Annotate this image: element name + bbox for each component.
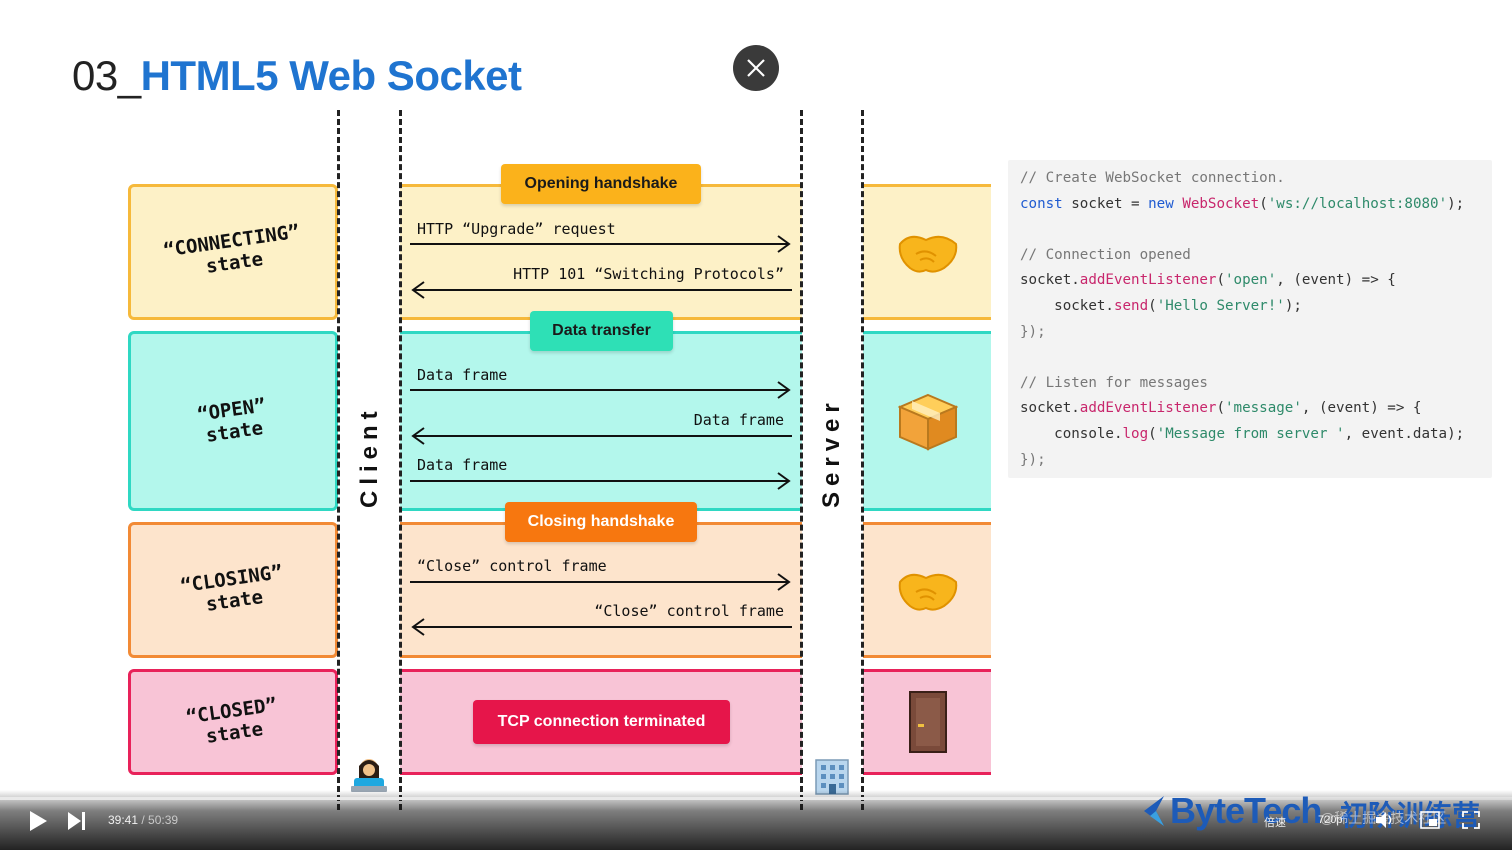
msg-upgrade-request: HTTP “Upgrade” request [417,220,616,238]
logo-text: ByteTech [1170,790,1322,831]
close-button[interactable] [733,45,779,91]
code-line: // Connection opened [1020,246,1191,263]
state-closed: “CLOSED”state [128,669,338,775]
progress-fill [0,797,1186,800]
msg-close-frame-1: “Close” control frame [417,557,607,575]
slide-title: 03_HTML5 Web Socket [72,52,522,100]
state-closing: “CLOSING”state [128,522,338,658]
arrow-right-upgrade [410,235,791,253]
msg-switching-protocols: HTTP 101 “Switching Protocols” [513,265,784,283]
msg-close-frame-2: “Close” control frame [594,602,784,620]
arrow-left-close [411,618,792,636]
handshake-icon [898,235,958,273]
slide-number: 03_ [72,52,141,99]
msg-data-frame-1: Data frame [417,366,508,384]
progress-bar[interactable] [0,797,1512,800]
code-line-blank [1020,217,1492,243]
client-label: Client [356,405,383,508]
volume-icon[interactable] [1374,810,1396,830]
code-line: console.log('Message from server ', even… [1020,425,1465,442]
time-display: 39:41 / 50:39 [108,813,179,827]
state-closed-label: “CLOSED”state [184,693,279,748]
code-panel: // Create WebSocket connection. const so… [1008,160,1492,478]
fullscreen-icon[interactable] [1462,811,1480,829]
server-lifeline-right [861,110,864,810]
handshake-icon [898,573,958,611]
state-open-label: “OPEN”state [195,394,267,447]
state-connecting-label: “CONNECTING”state [161,220,301,278]
code-line: }); [1020,451,1046,468]
bytetech-logo: ByteTech 初阶训练营 [1140,790,1480,834]
office-building-icon [815,759,849,795]
door-icon [909,691,947,753]
client-lifeline-left [337,110,340,810]
arrow-right-close [410,573,791,591]
arrow-right-data-1 [410,381,791,399]
data-transfer-pill: Data transfer [530,311,673,351]
code-line-blank [1020,345,1492,371]
opening-handshake-pill: Opening handshake [501,164,701,204]
arrow-left-switching [411,281,792,299]
slide-title-text: HTML5 Web Socket [140,52,522,99]
picture-in-picture-icon[interactable] [1420,811,1440,829]
video-controls-bar [0,790,1512,850]
state-open: “OPEN”state [128,331,338,511]
closing-handshake-pill: Closing handshake [505,502,697,542]
code-line: socket.send('Hello Server!'); [1020,297,1302,314]
code-line: socket.addEventListener('open', (event) … [1020,272,1396,289]
code-line: const socket = new WebSocket('ws://local… [1020,195,1465,212]
tcp-terminated-pill: TCP connection terminated [473,700,730,744]
client-lifeline-right [399,110,402,810]
arrow-right-data-3 [410,472,791,490]
code-line: // Listen for messages [1020,374,1208,391]
logo-subtitle: 初阶训练营 [1340,800,1481,831]
server-lifeline-left [800,110,803,810]
state-closing-label: “CLOSING”state [178,561,284,616]
msg-data-frame-3: Data frame [417,456,508,474]
quality-button[interactable]: 720p [1318,814,1343,826]
play-icon[interactable] [28,810,48,832]
server-label: Server [818,397,845,508]
package-icon [898,393,958,451]
code-line: socket.addEventListener('message', (even… [1020,400,1422,417]
close-icon [747,59,765,77]
current-time: 39:41 [108,813,139,827]
bytetech-logo-mark [1144,796,1164,826]
arrow-left-data-2 [411,427,792,445]
speed-button[interactable]: 倍速 [1264,817,1286,829]
code-line: }); [1020,323,1046,340]
state-connecting: “CONNECTING”state [128,184,338,320]
code-line: // Create WebSocket connection. [1020,170,1285,186]
next-icon[interactable] [66,811,88,831]
msg-data-frame-2: Data frame [693,411,784,429]
duration: 50:39 [148,813,179,827]
